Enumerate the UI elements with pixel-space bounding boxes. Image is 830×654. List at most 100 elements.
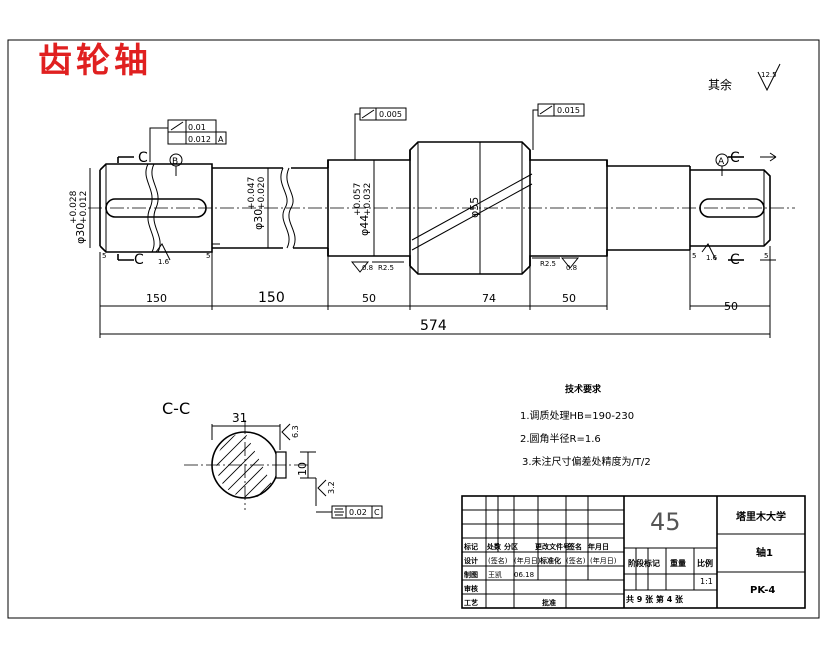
tb-sheet: 共 9 张 第 4 张	[626, 594, 684, 604]
tb-drawing-no: PK-4	[750, 585, 775, 596]
svg-text:C: C	[134, 252, 144, 268]
dim-key-depth: 10	[296, 462, 309, 476]
tb-school: 塔里木大学	[736, 510, 786, 523]
svg-text:+0.012: +0.012	[79, 191, 89, 224]
dimension-row: 150 150 50 74 50 50 574	[100, 290, 770, 335]
note-2: 2.圆角半径R=1.6	[520, 432, 601, 445]
section-view: 31 10 6.3 3.2 0.02 C	[184, 411, 383, 519]
svg-text:0.012: 0.012	[188, 135, 211, 144]
dim-seg4: 74	[482, 292, 496, 305]
roughness-mark-2: 0.8	[350, 261, 373, 273]
dim-key-width: 31	[232, 411, 247, 425]
svg-text:A: A	[218, 135, 224, 144]
svg-text:制图: 制图	[464, 570, 478, 579]
tb-material: 45	[650, 508, 681, 536]
svg-text:B: B	[172, 157, 178, 167]
tb-stage: 阶段标记	[628, 558, 660, 568]
svg-text:0.02: 0.02	[349, 508, 367, 517]
svg-text:φ30: φ30	[252, 209, 265, 230]
radius-right: R2.5	[540, 260, 556, 268]
svg-text:C: C	[730, 252, 740, 268]
datum-b: B	[169, 153, 183, 176]
svg-text:5: 5	[102, 252, 106, 260]
svg-text:C: C	[138, 150, 148, 166]
note-1: 1.调质处理HB=190-230	[520, 410, 634, 422]
tolerance-frame-right: 0.015	[532, 103, 585, 150]
svg-text:1.6: 1.6	[706, 254, 718, 262]
svg-text:签名: 签名	[567, 542, 582, 551]
tolerance-frame-mid: 0.005	[354, 107, 407, 160]
svg-text:C: C	[730, 150, 740, 166]
roughness-mark-4: 1.6	[701, 243, 718, 262]
svg-text:0.8: 0.8	[566, 264, 577, 272]
left-keyway	[105, 198, 207, 218]
svg-text:φ55: φ55	[468, 197, 481, 218]
svg-text:设计: 设计	[464, 556, 478, 565]
svg-text:+0.032: +0.032	[363, 183, 373, 216]
end-dims: 5 5 5 5	[102, 252, 768, 260]
svg-text:φ30: φ30	[74, 223, 87, 244]
roughness-mark-1: 1.6	[155, 243, 171, 266]
shaft-outline	[99, 141, 771, 275]
title-block: 45 塔里木大学 轴1 PK-4 阶段标记 重量 比例 1:1 共 9 张 第 …	[461, 495, 806, 609]
svg-text:工艺: 工艺	[464, 598, 478, 607]
svg-text:王凯: 王凯	[488, 570, 502, 579]
tb-weight: 重量	[670, 558, 686, 568]
svg-text:(签名): (签名)	[488, 556, 508, 565]
svg-text:(年月日): (年月日)	[514, 556, 541, 565]
general-roughness-label: 其余	[708, 77, 732, 92]
general-roughness-symbol: 12.5	[757, 63, 781, 92]
svg-text:5: 5	[206, 252, 210, 260]
svg-text:+0.028: +0.028	[69, 190, 79, 224]
diameter-second: φ30 +0.047 +0.020	[247, 176, 267, 230]
section-mark-left: C C	[117, 150, 148, 268]
svg-text:0.015: 0.015	[557, 106, 580, 115]
svg-text:A: A	[718, 157, 725, 167]
svg-text:06.18: 06.18	[514, 571, 534, 579]
dim-seg5: 50	[562, 292, 576, 305]
svg-text:批准: 批准	[542, 598, 556, 607]
drawing-border	[7, 39, 820, 619]
svg-text:1.6: 1.6	[158, 258, 170, 266]
svg-text:+0.057: +0.057	[353, 183, 363, 216]
radius-left: R2.5	[378, 264, 394, 272]
datum-a: A	[715, 153, 729, 176]
svg-text:φ44: φ44	[358, 215, 371, 236]
section-view-label: C-C	[162, 399, 190, 418]
svg-text:(年月日): (年月日)	[590, 556, 617, 565]
tolerance-frame-left: 0.01 0.012 A	[149, 119, 227, 162]
section-mark-right: C C	[728, 150, 777, 268]
note-3: 3.未注尺寸偏差处精度为/T/2	[522, 455, 651, 468]
svg-text:6.3: 6.3	[291, 425, 300, 438]
diameter-gear: φ55	[468, 197, 481, 218]
tb-part-name: 轴1	[756, 546, 773, 559]
diameter-left: φ30 +0.028 +0.012	[69, 190, 89, 244]
dim-seg3: 50	[362, 292, 376, 305]
svg-text:+0.020: +0.020	[257, 176, 267, 210]
general-roughness-value: 12.5	[761, 71, 777, 79]
svg-text:分区: 分区	[504, 542, 518, 551]
dim-seg6: 50	[724, 300, 738, 313]
svg-text:更改文件号: 更改文件号	[535, 542, 570, 551]
svg-text:+0.047: +0.047	[247, 177, 257, 210]
svg-text:审核: 审核	[464, 584, 478, 593]
svg-text:5: 5	[764, 252, 768, 260]
drawing-title: 齿轮轴	[38, 41, 152, 81]
dim-total: 574	[420, 318, 447, 334]
notes-heading: 技术要求	[565, 383, 602, 395]
svg-text:标记: 标记	[463, 542, 478, 551]
svg-text:0.005: 0.005	[379, 110, 402, 119]
svg-text:(签名): (签名)	[566, 556, 586, 565]
svg-text:5: 5	[692, 252, 696, 260]
extension-lines	[99, 246, 771, 338]
svg-text:3.2: 3.2	[327, 481, 336, 494]
roughness-mark-3: 0.8	[560, 257, 580, 272]
diameter-third: φ44 +0.057 +0.032	[353, 183, 373, 236]
tb-ratio: 比例	[697, 558, 713, 568]
dim-seg2: 150	[258, 290, 285, 306]
svg-text:年月日: 年月日	[588, 542, 609, 551]
svg-text:0.01: 0.01	[188, 123, 206, 132]
tb-scale: 1:1	[700, 577, 713, 586]
svg-text:处数: 处数	[486, 542, 502, 551]
